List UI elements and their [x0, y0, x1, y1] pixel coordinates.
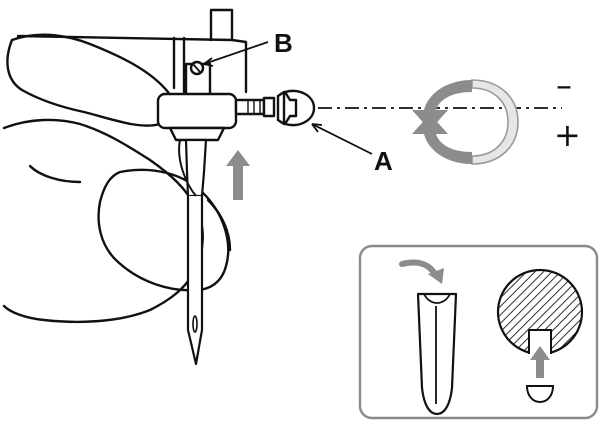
needle-clamp [156, 60, 316, 142]
minus-sign: – [556, 66, 572, 104]
curved-arrow-icon [399, 259, 444, 284]
palm [2, 118, 204, 324]
up-arrow-icon [226, 150, 250, 200]
callout-a-line [311, 123, 373, 155]
thumb [97, 168, 230, 292]
inset-panel [358, 244, 599, 420]
needle-cross-section [525, 385, 555, 404]
callout-lines [203, 41, 373, 155]
needle [178, 138, 208, 366]
callout-b-line [203, 41, 269, 65]
needle-bar-top [209, 8, 234, 42]
inset-needle-shank [416, 292, 458, 416]
clamp-body [156, 92, 238, 130]
clamp-screw-knob [283, 89, 316, 127]
machine-housing [16, 34, 248, 94]
rotate-arrows-icon [412, 79, 519, 165]
inset-up-arrow-icon [530, 346, 550, 378]
plus-sign: + [554, 116, 581, 154]
upper-finger [10, 33, 174, 127]
label-a: A [374, 146, 393, 176]
label-b: B [274, 28, 293, 58]
machine-and-hand [2, 8, 248, 324]
